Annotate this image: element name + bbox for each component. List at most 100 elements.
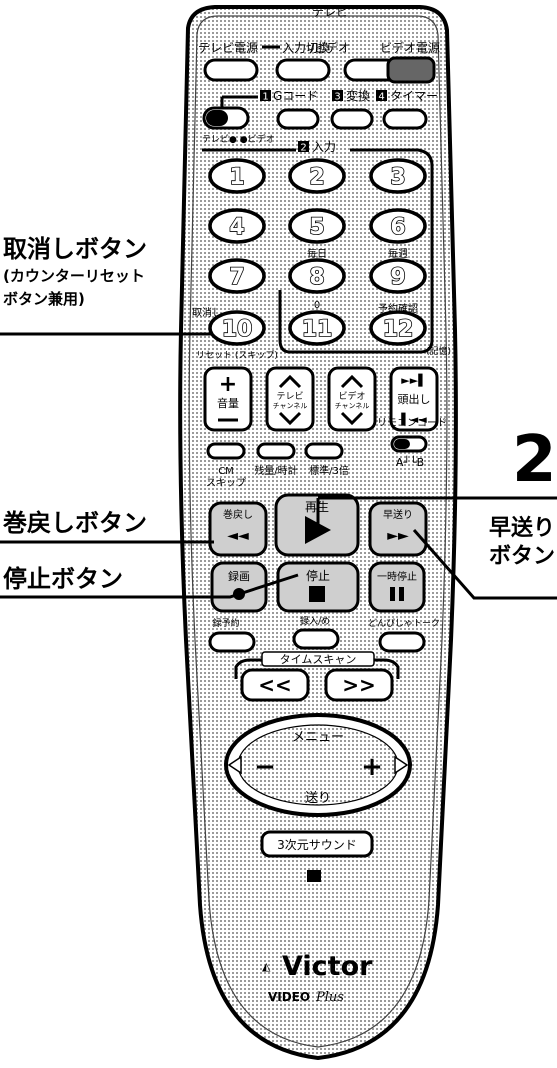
input-switch-button[interactable]	[275, 58, 331, 82]
num-5-button[interactable]	[288, 208, 346, 244]
pause-icon	[390, 587, 395, 601]
prev-track-icon: ▌◄◄	[400, 412, 427, 426]
time-scan-label: タイムスキャン	[280, 653, 357, 666]
cm-skip-button[interactable]	[206, 442, 246, 460]
reset-skip-label: リセット (スキップ)	[196, 350, 278, 361]
kioku-label: (記憶)	[426, 345, 451, 357]
num-12: 12	[383, 317, 414, 342]
brand-sub: VIDEO	[268, 990, 310, 1004]
remocon-code-knob	[394, 439, 410, 449]
rewind-icon: ◄◄	[227, 528, 249, 544]
rewind-callout: 巻戻しボタン	[3, 509, 147, 537]
left-arrow-icon	[227, 755, 242, 775]
rec-reserve-button[interactable]	[208, 631, 256, 653]
convert-button[interactable]	[330, 108, 374, 130]
remote-inner-edge	[188, 15, 448, 1048]
num-6: 6	[390, 215, 405, 240]
stop-icon	[309, 586, 325, 602]
gcode-button[interactable]	[276, 108, 320, 130]
chevron-down-icon	[340, 411, 364, 426]
ir-window	[307, 870, 321, 882]
video-power-button[interactable]	[386, 56, 436, 84]
cancel-callout-sub2: ボタン兼用)	[3, 290, 85, 308]
num-2-button[interactable]	[288, 158, 346, 194]
surround-button[interactable]	[260, 830, 374, 858]
num-8: 8	[309, 265, 324, 290]
donpisha-label: どんぴしゃトーク	[368, 618, 440, 629]
daily-label: 毎日	[307, 247, 327, 260]
video-ch-label-1: ビデオ	[338, 390, 365, 402]
input-label: 入力	[312, 140, 336, 154]
cue-label: 頭出し	[398, 392, 431, 406]
chevron-up-icon	[278, 374, 302, 389]
num-9-button[interactable]	[369, 258, 427, 294]
num-4-button[interactable]	[208, 208, 266, 244]
menu-label: メニュー	[292, 730, 344, 745]
num-6-button[interactable]	[369, 208, 427, 244]
num-8-button[interactable]	[288, 258, 346, 294]
surround-label: 3次元サウンド	[277, 838, 357, 852]
tv-power-label: テレビ電源	[198, 41, 258, 55]
ffwd-callout-2: ボタン	[489, 544, 555, 569]
play-icon	[305, 516, 331, 544]
transport-controls: 巻戻し ◄◄ 再生 早送り ►► 録画 停止 一時停止	[208, 493, 428, 613]
num-7-button[interactable]	[208, 258, 266, 294]
video-channel-rocker[interactable]	[327, 366, 377, 432]
number-pad	[208, 158, 427, 346]
video-ch-label-2: チャンネル	[335, 402, 370, 410]
zero-label: 0	[314, 300, 320, 311]
tv-video-switch-knob	[206, 110, 228, 126]
ffwd-callout-1: 早送り	[489, 515, 555, 541]
convert-label: 変換	[346, 88, 370, 103]
badge-4	[376, 90, 387, 101]
rocker-row: + 音量 テレビ チャンネル ビデオ チャンネル ►►▌ 頭出し ▌◄◄	[203, 366, 439, 432]
yoyaku-label: 予約確認	[378, 302, 418, 315]
rewind-button[interactable]	[208, 501, 268, 557]
num-10-button[interactable]	[208, 310, 266, 346]
remain-clock-button[interactable]	[256, 442, 296, 460]
tv-power-button[interactable]	[203, 58, 259, 82]
chevron-up-icon	[340, 374, 364, 389]
record-label: 録画	[228, 569, 250, 583]
rec-left-label: 録予約	[212, 617, 239, 629]
time-scan-forward-button[interactable]	[324, 668, 394, 702]
record-button[interactable]	[210, 561, 268, 613]
chevron-down-icon	[278, 411, 302, 426]
cancel-callout-title: 取消しボタン	[3, 235, 147, 263]
volume-rocker[interactable]	[203, 366, 253, 432]
plus-icon: +	[219, 372, 237, 397]
time-scan-back-button[interactable]	[240, 668, 310, 702]
svg-text:3: 3	[334, 92, 340, 103]
num-7: 7	[229, 265, 244, 290]
pause-button[interactable]	[368, 561, 426, 613]
tv-video-switch-label: テレビ● ●ビデオ	[202, 133, 275, 145]
timer-button[interactable]	[382, 108, 428, 130]
std-3x-button[interactable]	[304, 442, 344, 460]
tv-ch-label-1: テレビ	[276, 391, 303, 402]
donpisha-button[interactable]	[378, 631, 426, 653]
badge-3	[332, 90, 343, 101]
minus-icon: −	[254, 752, 276, 782]
cue-rocker[interactable]	[389, 366, 439, 432]
num-12-button[interactable]	[369, 310, 427, 346]
weekly-label: 毎週	[388, 247, 408, 260]
insert-edit-label: 録入/め	[300, 615, 330, 627]
num-11-button[interactable]	[288, 310, 346, 346]
num-2: 2	[309, 165, 324, 190]
tv-ch-label-2: チャンネル	[273, 402, 308, 410]
num-1-button[interactable]	[208, 158, 266, 194]
insert-edit-button[interactable]	[292, 628, 340, 650]
stop-callout: 停止ボタン	[3, 565, 123, 593]
tv-video-label-1: テレビ	[312, 5, 348, 19]
tv-channel-rocker[interactable]	[265, 366, 315, 432]
ffwd-button[interactable]	[368, 501, 428, 557]
num-3: 3	[390, 165, 405, 190]
stop-leader	[0, 573, 299, 599]
svg-text:4: 4	[378, 92, 384, 103]
brand-script: Plus	[315, 990, 344, 1005]
remocon-code-label: リモコンコード	[377, 418, 447, 429]
std-3x-label: 標準/3倍	[309, 464, 349, 477]
torikeshi-label: 取消し	[192, 306, 222, 319]
num-3-button[interactable]	[369, 158, 427, 194]
